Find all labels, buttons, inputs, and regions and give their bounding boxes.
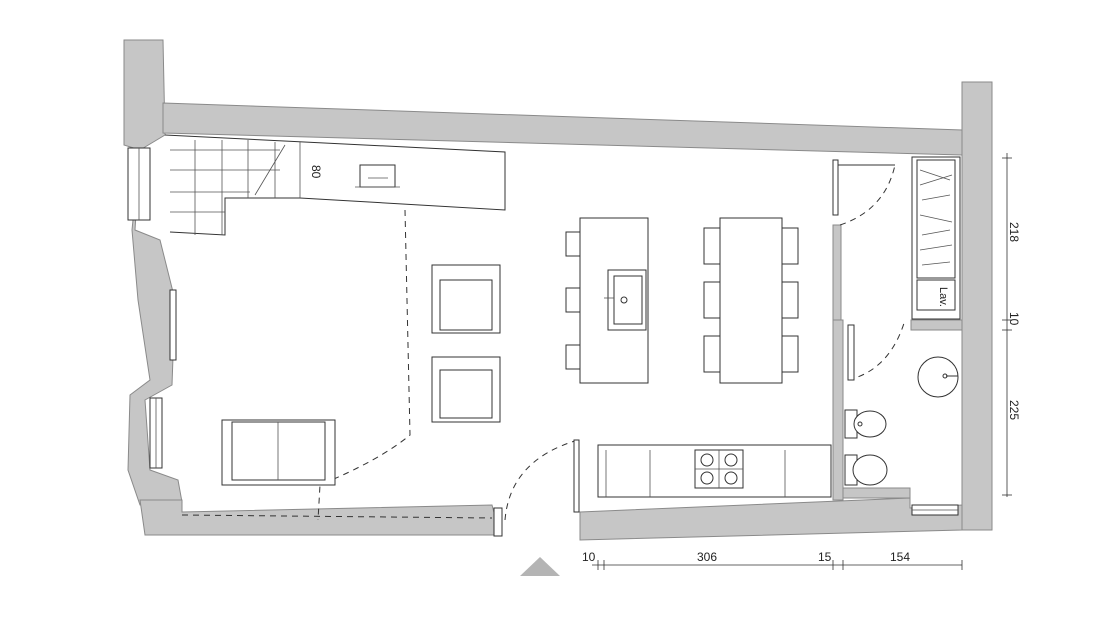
living-area	[221, 264, 501, 486]
bidet	[844, 409, 887, 439]
armchair-bottom	[431, 356, 501, 423]
entrance-door-leaf	[573, 439, 580, 513]
washbasin	[917, 356, 959, 398]
washer-label: Lav.	[937, 287, 949, 307]
dim-right-3: 225	[1007, 400, 1021, 420]
fireplace	[359, 164, 396, 188]
dim-bottom-2: 306	[697, 550, 717, 564]
bath-door-leaf	[832, 159, 839, 216]
wall-partition-vertical	[832, 224, 842, 321]
armchair-top	[431, 264, 501, 334]
stove	[694, 449, 744, 489]
sofa	[221, 419, 336, 486]
wall-top-right	[961, 81, 993, 531]
sink	[604, 269, 647, 331]
stools	[565, 231, 581, 370]
wardrobe: Lav.	[911, 156, 961, 320]
stair-width-label: 80	[309, 165, 323, 179]
walls	[123, 39, 993, 541]
kitchen-counter	[597, 444, 832, 498]
dim-right-2: 10	[1007, 312, 1021, 326]
dining-table	[703, 217, 799, 384]
dimensions-bottom: 10 306 15 154	[582, 550, 963, 570]
toilet	[844, 454, 888, 486]
staircase: 80	[164, 134, 506, 236]
dim-bottom-4: 154	[890, 550, 910, 564]
wall-partition-lower	[832, 319, 844, 501]
doors	[493, 159, 895, 537]
windows	[127, 147, 959, 516]
dim-bottom-1: 10	[582, 550, 596, 564]
sink-icon	[620, 296, 628, 304]
washer	[916, 279, 956, 311]
dim-right-1: 218	[1007, 222, 1021, 242]
bathroom	[844, 356, 959, 486]
dimensions-right: 218 10 225	[1002, 153, 1021, 497]
dining-chairs	[703, 227, 799, 373]
wall-bottom-right	[579, 497, 963, 541]
bath-door-leaf-lower	[847, 324, 855, 381]
window-left-middle	[169, 289, 177, 361]
entrance-door-jamb-left	[493, 507, 503, 537]
wall-partition-bath-bottom	[842, 487, 911, 499]
wall-partition-horizontal	[910, 319, 963, 331]
triangle-up-icon	[520, 557, 560, 576]
dim-bottom-3: 15	[818, 550, 832, 564]
wall-bottom-left	[139, 499, 501, 536]
wall-top	[162, 102, 963, 156]
kitchen-island	[565, 217, 649, 384]
